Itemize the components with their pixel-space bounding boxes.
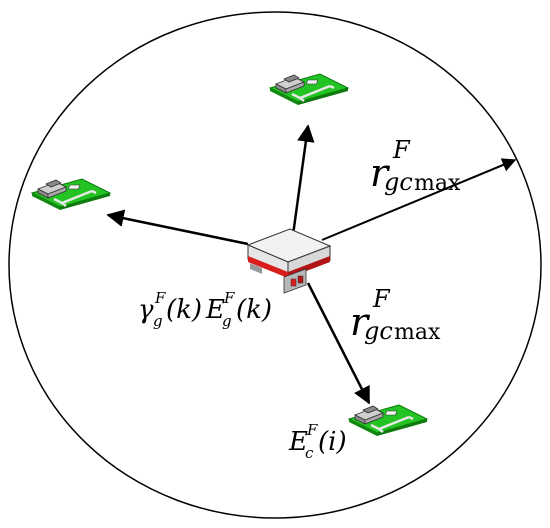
arrow-radius-lower (306, 282, 371, 405)
radius-label-lower: r F gc max (350, 285, 441, 345)
arrow-to-left-device (106, 209, 249, 246)
base-station-icon (246, 228, 332, 294)
client-device-icon (30, 177, 112, 212)
coverage-circle (8, 11, 542, 519)
arrow-radius-upper (321, 158, 517, 241)
client-energy-label: E F c (i) (288, 420, 347, 462)
client-device-icon (268, 72, 350, 107)
base-station-energy-label: γ F g (k) E F g (k) (138, 288, 272, 330)
radius-label-upper: r F gc max (370, 136, 461, 196)
arrows (106, 124, 517, 405)
arrow-to-top-device (291, 124, 315, 236)
client-device-icon (347, 403, 429, 438)
